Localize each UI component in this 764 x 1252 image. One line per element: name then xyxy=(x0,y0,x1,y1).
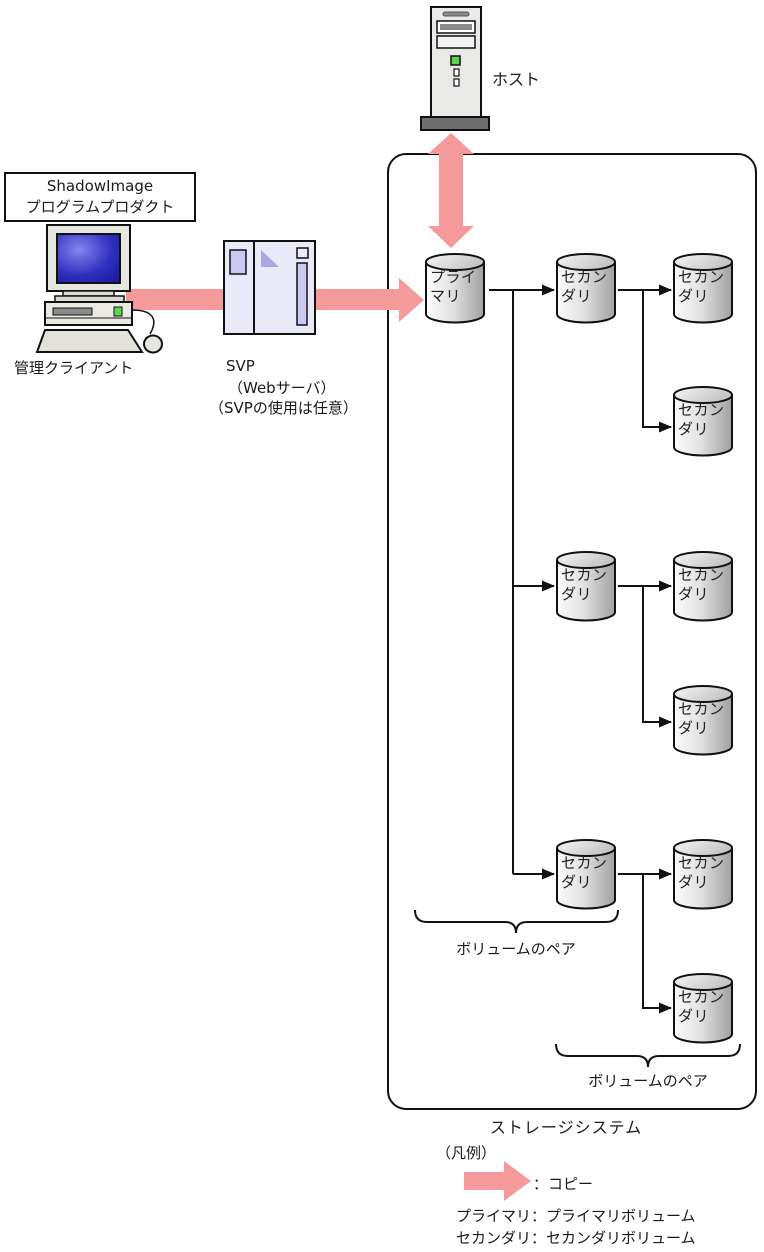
volume-pair-label-1: ボリュームのペア xyxy=(456,940,576,958)
secondary-volume-label: セカン ダリ xyxy=(678,700,725,737)
host-led xyxy=(450,55,461,66)
product-name: ShadowImage xyxy=(46,177,154,195)
svp-note: （SVPの使用は任意） xyxy=(209,399,358,417)
pair-connectors xyxy=(489,284,672,1014)
volume-pair-label-2: ボリュームのペア xyxy=(588,1072,708,1090)
host-label: ホスト xyxy=(492,70,541,89)
svp-sublabel: （Webサーバ） xyxy=(228,379,336,397)
secondary-volume-label: セカン ダリ xyxy=(678,401,725,438)
host-server-icon xyxy=(420,6,490,131)
mouse xyxy=(143,334,163,354)
case-led xyxy=(113,306,123,317)
legend-primary-definition: プライマリ：プライマリボリューム xyxy=(456,1207,696,1225)
svp-server-icon xyxy=(223,240,316,335)
keyboard xyxy=(35,329,144,353)
shadowimage-product-box: ShadowImage プログラムプロダクト xyxy=(4,172,196,222)
legend-secondary-definition: セカンダリ：セカンダリボリューム xyxy=(456,1229,696,1247)
secondary-volume-label: セカン ダリ xyxy=(678,988,725,1025)
copy-arrow-host-primary-bidirectional xyxy=(428,133,474,248)
secondary-volume-label: セカン ダリ xyxy=(561,566,608,603)
secondary-volume-label: セカン ダリ xyxy=(561,854,608,891)
primary-volume-label: プライ マリ xyxy=(430,268,477,305)
floppy-slot xyxy=(52,307,93,316)
product-type: プログラムプロダクト xyxy=(25,198,175,216)
monitor-screen xyxy=(56,233,121,284)
secondary-volume-label: セカン ダリ xyxy=(678,566,725,603)
storage-system-label: ストレージシステム xyxy=(489,1118,643,1137)
legend-copy-arrow xyxy=(464,1161,531,1201)
client-label: 管理クライアント xyxy=(14,359,134,377)
secondary-volume-label: セカン ダリ xyxy=(678,268,725,305)
volume-pair-brace-2 xyxy=(555,1043,741,1068)
legend-title: （凡例） xyxy=(436,1144,497,1162)
desktop-client-icon xyxy=(35,224,163,354)
volume-pair-brace-1 xyxy=(414,909,619,934)
legend-copy-label: ：コピー xyxy=(533,1175,594,1193)
secondary-volume-label: セカン ダリ xyxy=(561,268,608,305)
mouse-cable xyxy=(131,309,155,335)
svp-label: SVP xyxy=(226,357,255,375)
secondary-volume-label: セカン ダリ xyxy=(678,854,725,891)
